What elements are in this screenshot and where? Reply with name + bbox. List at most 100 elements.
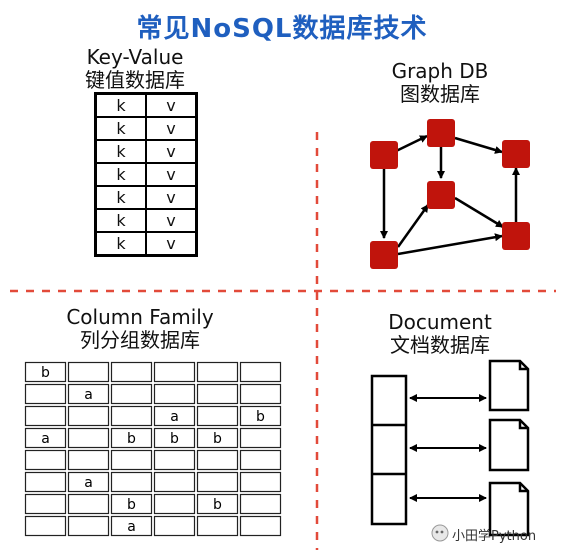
column-family-cell [67, 449, 110, 471]
column-family-cell [196, 515, 239, 537]
kv-value-cell: v [145, 139, 198, 164]
column-family-cell [196, 427, 239, 449]
column-family-cell [24, 493, 67, 515]
graph-node [502, 222, 530, 250]
column-family-cell-value: b [170, 431, 179, 447]
column-family-cell-value: b [127, 497, 136, 513]
column-family-cell [67, 361, 110, 383]
kv-key-cell: k [94, 185, 147, 210]
column-family-cell [24, 449, 67, 471]
column-family-cell [24, 515, 67, 537]
column-family-cell [67, 515, 110, 537]
column-family-cell [110, 493, 153, 515]
graph-node [427, 181, 455, 209]
column-family-cell [110, 471, 153, 493]
graph-db-label-cn: 图数据库 [400, 82, 480, 106]
quadrant-dividers [10, 132, 556, 550]
key-value-label-cn: 键值数据库 [85, 68, 185, 92]
kv-value-cell: v [145, 208, 198, 233]
graph-node [427, 119, 455, 147]
column-family-cell-value: b [41, 365, 50, 381]
column-family-cell [67, 383, 110, 405]
document-label: Document [388, 310, 492, 334]
column-family-cell [153, 361, 196, 383]
column-family-cell [153, 515, 196, 537]
column-family-cell [24, 405, 67, 427]
graph-edge [396, 204, 430, 248]
column-family-cell [239, 361, 282, 383]
graph-edge [454, 136, 503, 154]
column-family-cell-value: b [256, 409, 265, 425]
column-family-cell [153, 449, 196, 471]
column-family-cell [110, 515, 153, 537]
column-family-cell [110, 383, 153, 405]
column-family-cell [239, 493, 282, 515]
graph-nodes [370, 119, 530, 269]
column-family-cell [153, 427, 196, 449]
kv-value-cell: v [145, 185, 198, 210]
column-family-cell-value: a [84, 475, 93, 491]
graph-node [370, 241, 398, 269]
column-family-cell-value: b [213, 431, 222, 447]
document-icon [488, 481, 530, 537]
kv-key-cell: k [94, 208, 147, 233]
page-title: 常见NoSQL数据库技术 [136, 14, 428, 44]
column-family-cell [196, 361, 239, 383]
column-family-cell-value: b [127, 431, 136, 447]
graph-edge [454, 196, 504, 229]
column-family-cell [67, 405, 110, 427]
column-family-cell [239, 383, 282, 405]
document-diagram [370, 359, 530, 537]
watermark-text: 小田学Python [452, 529, 537, 544]
kv-key-cell: k [94, 231, 147, 257]
kv-key-cell: k [94, 139, 147, 164]
column-family-cell-value: a [170, 409, 179, 425]
document-label-cn: 文档数据库 [390, 333, 490, 357]
graph-edge [397, 233, 503, 256]
column-family-cell [153, 383, 196, 405]
column-family-cell [239, 515, 282, 537]
column-family-cell [196, 383, 239, 405]
kv-value-cell: v [145, 231, 198, 257]
key-value-label: Key-Value [86, 45, 184, 69]
graph-node [502, 140, 530, 168]
column-family-cell [110, 449, 153, 471]
graph-node [370, 141, 398, 169]
column-family-cell [24, 361, 67, 383]
kv-value-cell: v [145, 116, 198, 141]
column-family-cell [153, 471, 196, 493]
graph-db-label: Graph DB [391, 59, 489, 83]
kv-key-cell: k [94, 162, 147, 187]
graph-edges [380, 134, 520, 256]
column-family-cell [24, 427, 67, 449]
column-family-cell [239, 405, 282, 427]
column-family-label: Column Family [66, 305, 214, 329]
column-family-cell [153, 405, 196, 427]
column-family-label-cn: 列分组数据库 [80, 328, 200, 352]
column-family-cell [196, 471, 239, 493]
column-family-cell [239, 427, 282, 449]
column-family-cell [67, 427, 110, 449]
column-family-cell [153, 493, 196, 515]
column-family-cell-value: a [84, 387, 93, 403]
watermark-logo-icon [431, 524, 449, 542]
column-family-cell [196, 449, 239, 471]
column-family-cell-value: b [213, 497, 222, 513]
document-icon [488, 418, 530, 472]
column-family-cell [110, 405, 153, 427]
column-family-cell-value: a [41, 431, 50, 447]
column-family-cell [239, 471, 282, 493]
document-icon [488, 359, 530, 412]
column-family-cell [67, 493, 110, 515]
kv-key-cell: k [94, 116, 147, 141]
column-family-cell-value: a [127, 519, 136, 535]
